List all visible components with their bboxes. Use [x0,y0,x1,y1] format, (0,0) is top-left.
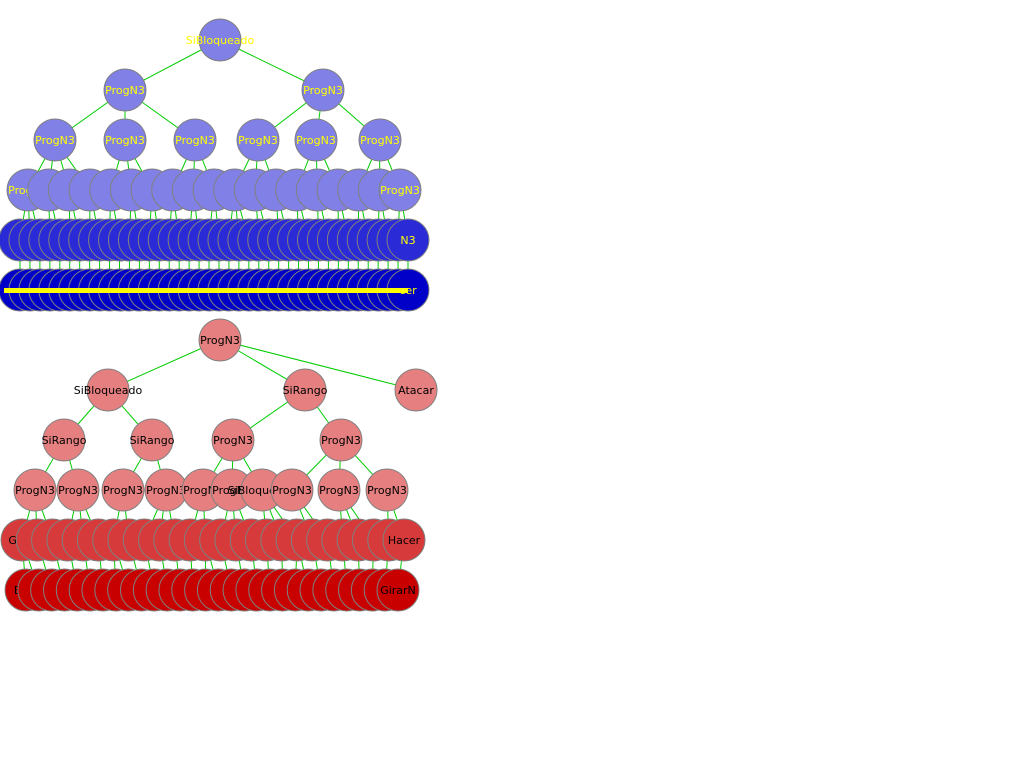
blue-level2-node: ProgN3 [236,118,280,162]
red-root-node-label: ProgN3 [200,334,240,347]
red-level1-node: Atacar [394,368,438,412]
red-level2-node-label: ProgN3 [213,434,253,447]
red-level2-node-label: ProgN3 [321,434,361,447]
red-level3-node-label: ProgN3 [146,484,186,497]
red-level3-node-circle [270,468,314,512]
red-level2-node-label: SiRango [130,434,175,447]
blue-level2-node-circle [173,118,217,162]
red-level2-node: SiRango [42,418,87,462]
red-level2-node: ProgN3 [211,418,255,462]
blue-level2-node-label: ProgN3 [105,134,145,147]
blue-root-node: SiBloqueado [186,18,255,62]
blue-level2-node-label: ProgN3 [35,134,75,147]
blue-level1-node-label: ProgN3 [303,84,343,97]
red-level3-node: ProgN3 [365,468,409,512]
red-level2-node-circle [211,418,255,462]
red-leaf-node: GirarN [376,568,420,612]
blue-level1-node-circle [103,68,147,112]
blue-level2-node: ProgN3 [103,118,147,162]
red-level2-node-circle [130,418,174,462]
red-leaf-node-label: GirarN [380,584,416,597]
red-level2-node-circle [319,418,363,462]
red-level4-node-label: Hacer [388,534,421,547]
blue-level2-node: ProgN3 [33,118,77,162]
blue-leaf-label-strip [4,288,408,293]
blue-level4-node-label: N3 [400,234,415,247]
blue-level1-node: ProgN3 [103,68,147,112]
blue-level2-node-circle [103,118,147,162]
red-level3-node: ProgN3 [317,468,361,512]
red-level3-node-label: ProgN3 [272,484,312,497]
blue-leaf-node-label: cer [399,284,417,297]
blue-level3-node-label: ProgN3 [380,184,420,197]
red-level1-node-circle [283,368,327,412]
red-level3-node: ProgN3 [13,468,57,512]
red-leaf-node-circle [376,568,420,612]
red-level3-node-label: ProgN3 [367,484,407,497]
red-level3-node-circle [365,468,409,512]
red-level3-node-label: ProgN3 [58,484,98,497]
red-level2-node-circle [42,418,86,462]
blue-level4-node: N3 [386,218,430,262]
blue-level2-node-label: ProgN3 [238,134,278,147]
blue-level2-node-label: ProgN3 [360,134,400,147]
blue-level2-node-label: ProgN3 [296,134,336,147]
red-level1-node-circle [86,368,130,412]
blue-program-tree: GcerPrN3ProgN3ProgN3ProgN3ProgN3ProgN3Pr… [0,18,430,312]
blue-root-node-circle [198,18,242,62]
red-level2-node: SiRango [130,418,175,462]
blue-level2-node: ProgN3 [294,118,338,162]
blue-level1-node-circle [301,68,345,112]
red-level3-node-label: ProgN3 [319,484,359,497]
red-level3-node-label: ProgN3 [15,484,55,497]
red-level2-node-label: SiRango [42,434,87,447]
red-level3-node: ProgN3 [270,468,314,512]
red-level2-node: ProgN3 [319,418,363,462]
red-level3-node-circle [101,468,145,512]
blue-level1-node: ProgN3 [301,68,345,112]
red-level1-node: SiBloqueado [74,368,143,412]
blue-level2-node: ProgN3 [173,118,217,162]
red-level3-node-circle [317,468,361,512]
red-level1-node: SiRango [283,368,328,412]
red-root-node-circle [198,318,242,362]
blue-level2-node-label: ProgN3 [175,134,215,147]
blue-level4-node-circle [386,218,430,262]
red-level3-node: ProgN3 [56,468,100,512]
tree-edge [219,339,417,391]
red-program-tree: BloqGirarNGirarHacerProgN3ProgN3ProgN3Pr… [0,318,438,612]
blue-level2-node-circle [236,118,280,162]
red-level3-node-circle [56,468,100,512]
red-level3-node: ProgN3 [144,468,188,512]
red-level1-node-label: SiBloqueado [74,384,143,397]
red-level1-node-label: SiRango [283,384,328,397]
red-level1-node-circle [394,368,438,412]
blue-level2-node: ProgN3 [358,118,402,162]
red-level4-node: Hacer [382,518,426,562]
red-level3-node-label: ProgN3 [103,484,143,497]
red-level1-node-label: Atacar [398,384,434,397]
blue-level2-node-circle [294,118,338,162]
blue-level3-node-circle [378,168,422,212]
red-level3-node: ProgN3 [101,468,145,512]
blue-level1-node-label: ProgN3 [105,84,145,97]
red-root-node: ProgN3 [198,318,242,362]
blue-level2-node-circle [33,118,77,162]
blue-level3-node: ProgN3 [378,168,422,212]
blue-level2-node-circle [358,118,402,162]
red-level3-node-circle [13,468,57,512]
red-level4-node-circle [382,518,426,562]
blue-root-node-label: SiBloqueado [186,34,255,47]
